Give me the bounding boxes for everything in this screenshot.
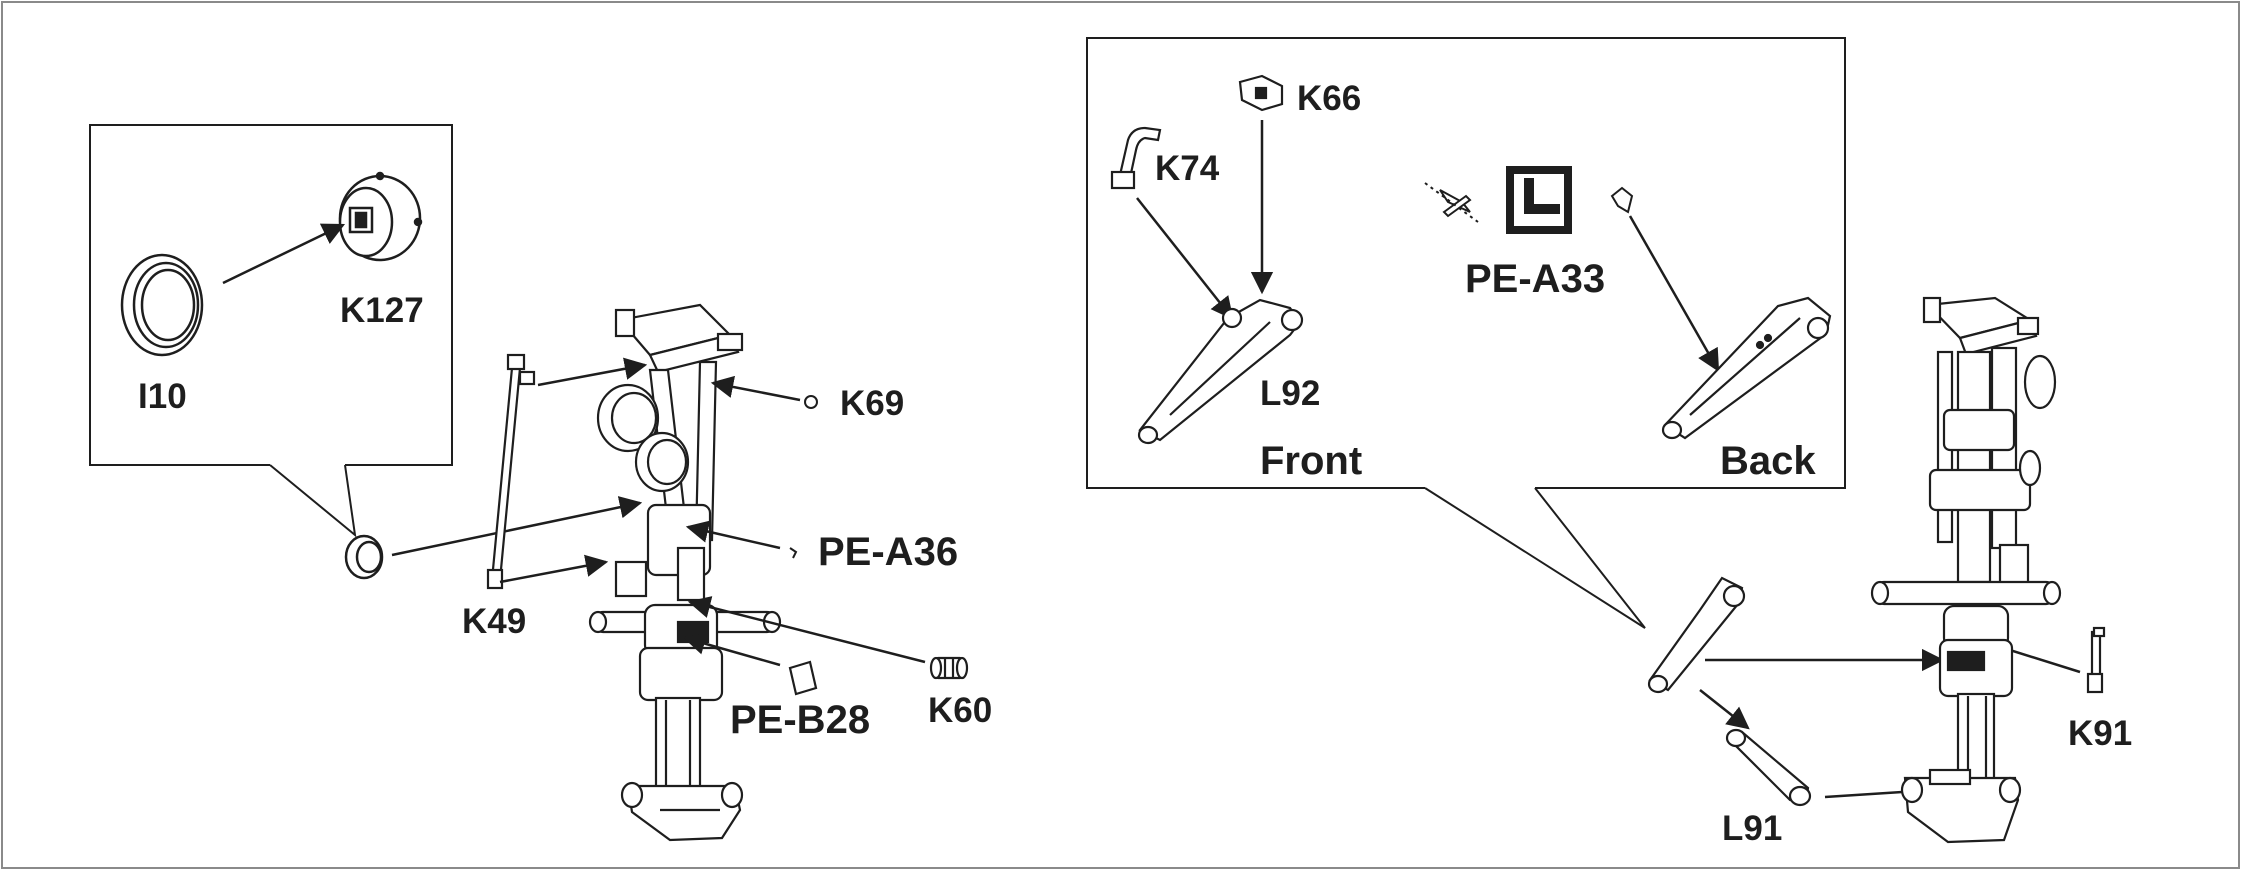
arrow-rod-top xyxy=(537,357,648,387)
arrow-pe-a33 xyxy=(1628,215,1720,372)
arrow-to-l91 xyxy=(1699,689,1750,730)
arrow-k74 xyxy=(1136,197,1234,320)
arrow-pe-b28 xyxy=(682,632,781,667)
label-k69: K69 xyxy=(840,384,904,423)
label-k91: K91 xyxy=(2068,714,2132,753)
label-pe-a36: PE-A36 xyxy=(818,530,958,574)
label-l92: L92 xyxy=(1260,374,1320,413)
part-k127-cap xyxy=(338,171,423,262)
part-pe-a33-x xyxy=(1424,182,1479,223)
label-k74: K74 xyxy=(1155,149,1220,188)
part-k74 xyxy=(1110,126,1162,190)
part-pe-b28 xyxy=(788,660,818,696)
part-l91 xyxy=(1725,728,1812,807)
label-k49: K49 xyxy=(462,602,526,641)
part-l92-back xyxy=(1661,296,1832,440)
part-k91 xyxy=(2086,626,2106,694)
part-small-ring xyxy=(344,534,384,580)
label-k127: K127 xyxy=(340,291,424,330)
label-l91: L91 xyxy=(1722,809,1782,848)
part-i10-ring xyxy=(120,253,204,357)
part-k49-rod xyxy=(486,353,536,590)
label-pe-a33: PE-A33 xyxy=(1465,257,1605,301)
arrow-ring-to-strut xyxy=(391,496,643,557)
callout-box-left xyxy=(89,124,453,538)
arrow-pe-a36 xyxy=(685,520,781,550)
landing-gear-left xyxy=(588,303,782,842)
label-pe-b28: PE-B28 xyxy=(730,698,870,742)
arrow-k60 xyxy=(687,596,926,664)
part-l92-front xyxy=(1137,298,1304,445)
callout-box-right xyxy=(1086,37,1846,629)
part-pe-a36 xyxy=(789,547,798,559)
arrow-i10-to-k127 xyxy=(222,223,346,285)
label-k60: K60 xyxy=(928,691,992,730)
label-back: Back xyxy=(1720,439,1816,483)
part-k69 xyxy=(804,395,818,409)
label-i10: I10 xyxy=(138,377,187,416)
arrow-k69 xyxy=(710,375,801,402)
label-front: Front xyxy=(1260,439,1362,483)
arrow-k49 xyxy=(499,554,609,584)
part-k66 xyxy=(1238,74,1284,112)
label-k66: K66 xyxy=(1297,79,1361,118)
part-k60 xyxy=(929,656,969,680)
part-pe-a33-bracket xyxy=(1610,186,1634,214)
part-small-arm xyxy=(1647,576,1746,694)
pe-a33-symbol-icon xyxy=(1506,166,1572,234)
landing-gear-right xyxy=(1870,296,2062,844)
